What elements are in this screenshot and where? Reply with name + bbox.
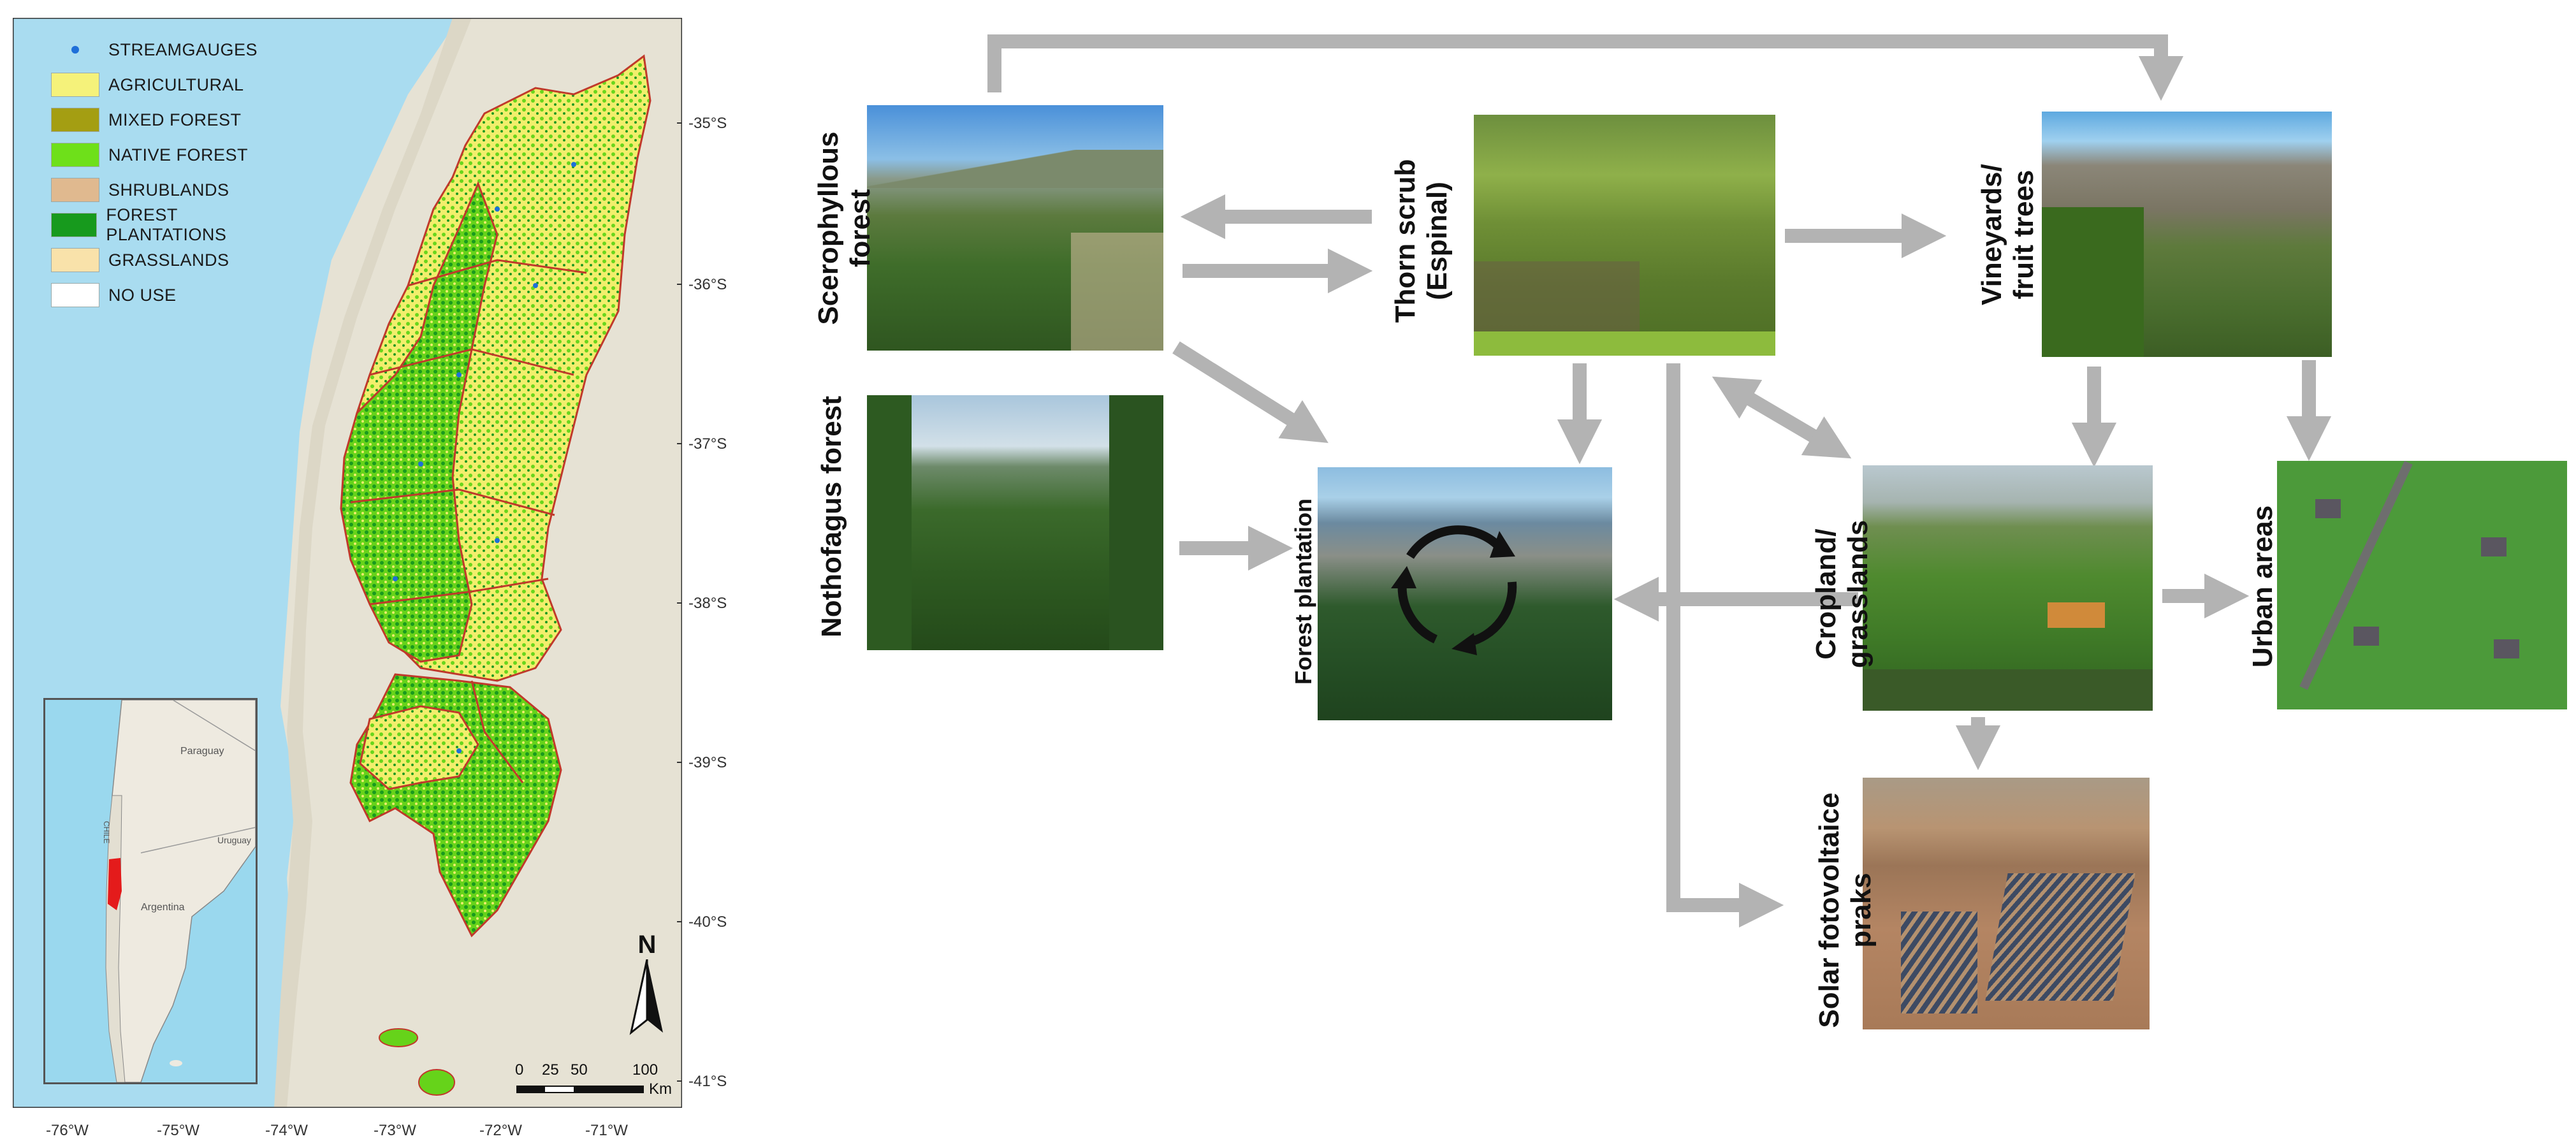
- label-nothofagus-forest: Nothofagus forest: [816, 396, 847, 637]
- scale-tick-50: 50: [571, 1061, 588, 1079]
- cycle-icon: [1391, 525, 1517, 655]
- inset-label-argentina: Argentina: [141, 902, 185, 913]
- photo-vineyards: [2042, 112, 2332, 357]
- map-legend: STREAMGAUGES AGRICULTURAL MIXED FOREST N…: [25, 37, 293, 324]
- arrow-thorn-cropland-bidirectional: [1712, 376, 1852, 459]
- label-thorn-scrub: Thorn scrub (Espinal): [1390, 159, 1453, 323]
- scale-tick-0: 0: [515, 1061, 524, 1079]
- north-arrow-icon: [629, 959, 663, 1035]
- legend-item-mixed-forest: MIXED FOREST: [51, 107, 242, 133]
- basin-boundaries: [350, 259, 587, 783]
- legend-item-streamgauges: STREAMGAUGES: [51, 37, 258, 62]
- lat-label: -35°S: [688, 115, 727, 132]
- arrow-sclero-to-plantation: [1172, 341, 1328, 443]
- inset-label-chile: CHILE: [102, 821, 111, 843]
- land-use-transition-diagram: Scerophyllous forest Nothofagus forest T…: [752, 0, 2576, 1148]
- north-label: N: [637, 931, 657, 959]
- scale-tick-25: 25: [542, 1061, 559, 1079]
- label-sclerophyllous-forest: Scerophyllous forest: [813, 131, 876, 325]
- lon-label: -73°W: [374, 1122, 416, 1139]
- lat-label: -41°S: [688, 1073, 727, 1090]
- lat-label: -39°S: [688, 754, 727, 771]
- arrow-thorn-to-solar: [1666, 363, 1784, 928]
- streamgauge-points: [393, 162, 576, 753]
- inset-study-area: [108, 858, 122, 910]
- lat-label: -36°S: [688, 276, 727, 293]
- island-2: [418, 1069, 455, 1096]
- study-area-south-agri: [359, 705, 479, 790]
- inset-label-uruguay: Uruguay: [217, 835, 251, 845]
- lat-label: -38°S: [688, 595, 727, 612]
- photo-urban-areas: [2277, 461, 2567, 709]
- photo-cropland: [1863, 465, 2153, 711]
- label-urban-areas: Urban areas: [2247, 505, 2278, 668]
- legend-item-no-use: NO USE: [51, 282, 177, 308]
- lon-label: -71°W: [585, 1122, 628, 1139]
- photo-nothofagus-forest: [867, 395, 1163, 650]
- inset-canvas: Paraguay Argentina Uruguay CHILE: [102, 700, 256, 1082]
- photo-forest-plantation: [1318, 467, 1612, 720]
- lat-label: -40°S: [688, 913, 727, 931]
- scale-tick-100: 100: [632, 1061, 659, 1079]
- photo-solar-parks: [1863, 778, 2150, 1029]
- label-vineyards: Vineyards/ fruit trees: [1976, 164, 2039, 305]
- label-solar-parks: Solar fotovoltaice praks: [1814, 792, 1877, 1028]
- streamgauge-dot-icon: [71, 46, 79, 54]
- lon-label: -75°W: [157, 1122, 200, 1139]
- map-canvas: [13, 18, 682, 1108]
- lon-label: -74°W: [265, 1122, 308, 1139]
- legend-item-shrublands: SHRUBLANDS: [51, 177, 229, 203]
- map-panel: STREAMGAUGES AGRICULTURAL MIXED FOREST N…: [0, 0, 727, 1148]
- arrow-sclero-to-vineyards: [987, 34, 2184, 101]
- photo-thorn-scrub: [1474, 115, 1775, 356]
- legend-item-native-forest: NATIVE FOREST: [51, 142, 248, 168]
- label-cropland: Cropland/ grasslands: [1810, 520, 1874, 669]
- study-area-forest-band: [340, 180, 498, 663]
- lat-label: -37°S: [688, 435, 727, 453]
- scale-bar: 0 25 50 100 Km: [510, 1061, 676, 1100]
- photo-sclerophyllous-forest: [867, 105, 1163, 351]
- inset-map: Paraguay Argentina Uruguay CHILE: [43, 698, 258, 1084]
- legend-item-grasslands: GRASSLANDS: [51, 247, 229, 273]
- legend-item-forest-plantations: FOREST PLANTATIONS: [51, 205, 293, 244]
- scale-unit: Km: [649, 1080, 672, 1098]
- north-arrow: N: [628, 931, 666, 1039]
- island-1: [379, 1028, 418, 1047]
- legend-item-agricultural: AGRICULTURAL: [51, 72, 244, 98]
- chile-coast: [274, 18, 472, 1108]
- label-forest-plantation: Forest plantation: [1290, 498, 1316, 685]
- lon-label: -76°W: [46, 1122, 89, 1139]
- inset-label-paraguay: Paraguay: [180, 746, 224, 757]
- lon-label: -72°W: [479, 1122, 522, 1139]
- transition-arrows: [987, 34, 2332, 928]
